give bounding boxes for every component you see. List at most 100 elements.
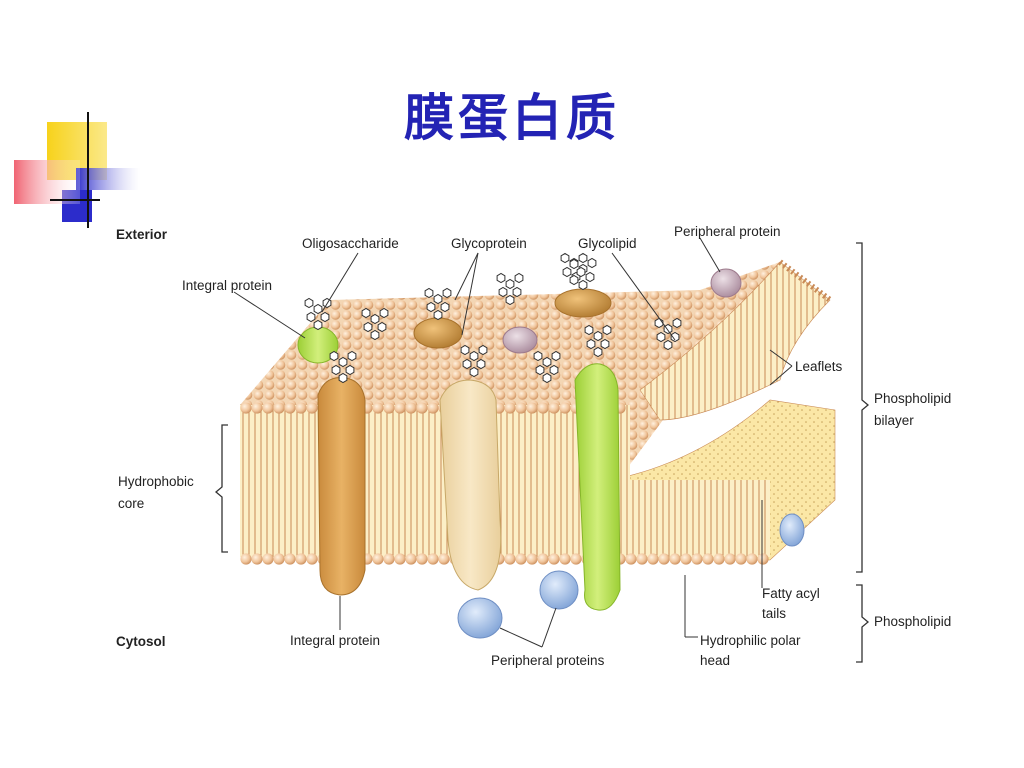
phospholipid-head bbox=[559, 402, 571, 414]
phospholipid-head bbox=[559, 553, 571, 565]
phospholipid-head bbox=[427, 402, 439, 414]
phospholipid-head bbox=[658, 553, 670, 565]
phospholipid-head bbox=[537, 553, 549, 565]
peripheral-protein-bottom-right bbox=[539, 570, 579, 610]
deco-red-square bbox=[14, 160, 80, 204]
sugar-ring bbox=[542, 372, 552, 384]
sugar-ring bbox=[462, 358, 472, 370]
sugar-ring bbox=[442, 287, 452, 299]
hydrophobic-label-line1: Hydrophobic bbox=[118, 474, 194, 489]
peripheral-protein-top bbox=[710, 268, 742, 298]
phospholipid-head bbox=[669, 553, 681, 565]
sugar-ring bbox=[593, 346, 603, 358]
phospholipid-head bbox=[251, 553, 263, 565]
peripheral-proteins-bottom-label: Peripheral proteins bbox=[491, 653, 605, 668]
phospholipid-head bbox=[526, 402, 538, 414]
integral-protein-bottom-label: Integral protein bbox=[290, 633, 380, 648]
phospholipid-head bbox=[284, 402, 296, 414]
sugar-ring bbox=[584, 324, 594, 336]
peripheral-protein-bottom-left bbox=[457, 597, 503, 639]
phospholipid-head bbox=[537, 402, 549, 414]
sugar-ring bbox=[535, 364, 545, 376]
sugar-ring bbox=[542, 356, 552, 368]
green-transmembrane-protein bbox=[574, 363, 621, 611]
hydrophilic-label-line1: Hydrophilic polar bbox=[700, 633, 801, 648]
phospholipid-head bbox=[515, 402, 527, 414]
front-heads-top-row bbox=[240, 402, 626, 414]
phospholipid-label: Phospholipid bbox=[874, 614, 951, 629]
sugar-ring bbox=[370, 329, 380, 341]
sugar-ring bbox=[361, 307, 371, 319]
phospholipid-head bbox=[394, 402, 406, 414]
sugar-ring bbox=[663, 339, 673, 351]
sugar-ring bbox=[469, 350, 479, 362]
sugar-ring bbox=[656, 331, 666, 343]
phospholipid-head bbox=[416, 402, 428, 414]
phospholipid-head bbox=[383, 402, 395, 414]
sugar-ring bbox=[654, 317, 664, 329]
sugar-ring bbox=[320, 311, 330, 323]
sugar-ring bbox=[533, 350, 543, 362]
peripheral-protein-top-label: Peripheral protein bbox=[674, 224, 781, 239]
upper-leaflet bbox=[639, 261, 831, 421]
phospholipid-head bbox=[405, 402, 417, 414]
sugar-ring bbox=[549, 364, 559, 376]
sugar-ring bbox=[569, 258, 579, 270]
integral-protein bbox=[317, 377, 366, 596]
sugar-ring bbox=[313, 303, 323, 315]
sugar-ring bbox=[586, 338, 596, 350]
phospholipid-head bbox=[438, 553, 450, 565]
sugar-ring bbox=[514, 272, 524, 284]
exterior-label: Exterior bbox=[116, 227, 168, 242]
oligosaccharide-label: Oligosaccharide bbox=[302, 236, 399, 251]
phospholipid-head bbox=[757, 553, 769, 565]
hydrophilic-label-line2: head bbox=[700, 653, 730, 668]
sugar-ring bbox=[587, 257, 597, 269]
sugar-ring bbox=[505, 278, 515, 290]
phospholipid-head bbox=[295, 402, 307, 414]
phospholipid-head bbox=[680, 553, 692, 565]
sugar-ring bbox=[347, 350, 357, 362]
phospholipid-head bbox=[636, 553, 648, 565]
phospholipid-head bbox=[284, 553, 296, 565]
sugar-ring bbox=[512, 286, 522, 298]
phospholipid-bilayer-brace bbox=[856, 242, 870, 573]
deco-blue-bar bbox=[76, 168, 140, 190]
sugar-ring bbox=[426, 301, 436, 313]
slide-title: 膜蛋白质 bbox=[404, 88, 620, 147]
glycolipid-cap bbox=[554, 288, 612, 318]
phospholipid-head bbox=[273, 402, 285, 414]
phospholipid-head bbox=[504, 553, 516, 565]
sugar-ring bbox=[505, 294, 515, 306]
sugar-ring bbox=[576, 266, 586, 278]
sugar-ring bbox=[440, 301, 450, 313]
sugar-ring bbox=[433, 293, 443, 305]
sugar-ring bbox=[663, 323, 673, 335]
phospholipid-brace bbox=[856, 584, 870, 663]
hydrophobic-core-brace bbox=[214, 424, 228, 553]
phospholipid-head bbox=[625, 553, 637, 565]
phospholipid-head bbox=[724, 553, 736, 565]
sugar-ring bbox=[306, 311, 316, 323]
integral-protein-top-label: Integral protein bbox=[182, 278, 272, 293]
sugar-ring bbox=[562, 266, 572, 278]
sugar-ring bbox=[498, 286, 508, 298]
phospholipid-head bbox=[570, 553, 582, 565]
sugar-ring bbox=[478, 344, 488, 356]
phospholipid-head bbox=[526, 553, 538, 565]
phospholipid-head bbox=[735, 553, 747, 565]
sugar-ring bbox=[363, 321, 373, 333]
phospholipid-head bbox=[504, 402, 516, 414]
sugar-ring bbox=[602, 324, 612, 336]
fatty-acyl-label-line1: Fatty acyl bbox=[762, 586, 820, 601]
phospholipid-head bbox=[746, 553, 758, 565]
phospholipid-bilayer-label-line2: bilayer bbox=[874, 413, 914, 428]
sugar-ring bbox=[460, 344, 470, 356]
sugar-ring bbox=[469, 366, 479, 378]
sugar-ring bbox=[476, 358, 486, 370]
peripheral-protein-edge bbox=[779, 513, 805, 547]
sugar-ring bbox=[338, 356, 348, 368]
sugar-ring bbox=[496, 272, 506, 284]
phospholipid-head bbox=[240, 553, 252, 565]
